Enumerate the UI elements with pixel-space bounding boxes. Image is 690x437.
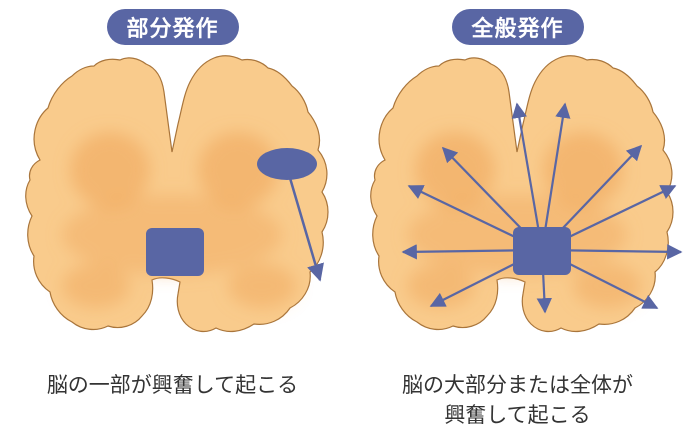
center-focus bbox=[146, 228, 204, 276]
caption-line: 脳の一部が興奮して起こる bbox=[46, 373, 299, 397]
caption-line: 脳の大部分または全体が bbox=[402, 373, 633, 397]
spread-arrow bbox=[288, 177, 324, 282]
local-focus bbox=[257, 148, 317, 180]
generalized-seizure-caption: 脳の大部分または全体が 興奮して起こる bbox=[345, 370, 690, 430]
partial-seizure-badge: 部分発作 bbox=[106, 9, 239, 45]
caption-line: 興奮して起こる bbox=[444, 403, 591, 427]
generalized-seizure-badge: 全般発作 bbox=[451, 9, 584, 45]
partial-seizure-panel: 部分発作 脳の一部が興奮して起こる bbox=[0, 9, 345, 400]
generalized-seizure-brain-icon bbox=[370, 55, 683, 333]
partial-seizure-caption: 脳の一部が興奮して起こる bbox=[0, 370, 345, 400]
partial-seizure-brain-icon bbox=[25, 55, 329, 333]
generalized-seizure-panel: 全般発作 脳の大部分または全体が 興奮して起こる bbox=[345, 0, 690, 437]
spread-arrow bbox=[540, 102, 571, 251]
center-focus bbox=[513, 227, 571, 275]
spread-arrow bbox=[511, 102, 544, 251]
